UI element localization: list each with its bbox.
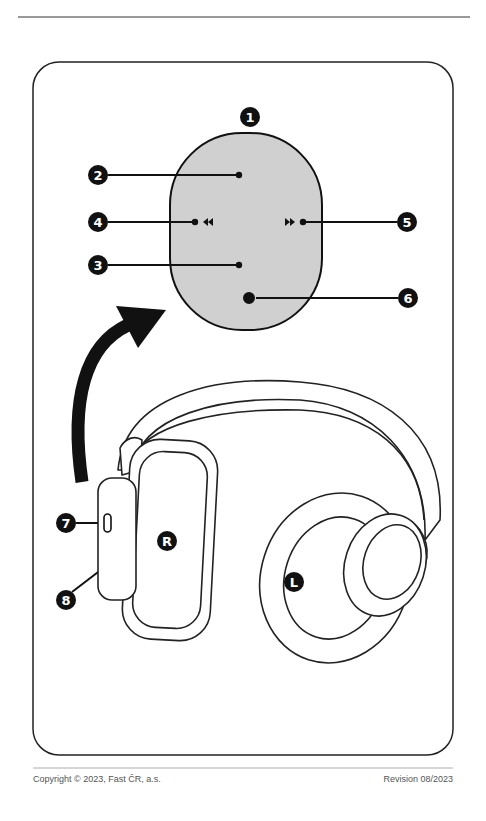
leader-line (108, 174, 237, 176)
footer-rule (33, 768, 453, 769)
leader-dot (301, 220, 305, 224)
left-ear-cushion (238, 473, 432, 682)
callout-circle (398, 288, 418, 308)
leader-dot (237, 263, 241, 267)
leader-line (305, 221, 397, 223)
leader-line (256, 297, 398, 299)
right-ear-shell (98, 478, 136, 600)
frame (33, 62, 453, 755)
callout-number: 8 (61, 594, 70, 607)
callout-circle (56, 590, 76, 610)
callout-number: 4 (93, 216, 102, 229)
right-ear-cushion-inner (131, 450, 208, 629)
side-marker: L (290, 576, 298, 589)
left-ear-shell (331, 503, 439, 627)
usb-c-port (104, 514, 111, 532)
leader-line (108, 221, 193, 223)
top-rule (18, 17, 470, 18)
callout-number: 1 (245, 111, 254, 124)
left-ear-cap (354, 517, 431, 607)
next-symbol (285, 218, 295, 226)
copyright-note: Copyright © 2023, Fast ČR, a.s. (33, 775, 161, 784)
revision-note: Revision 08/2023 (383, 775, 453, 784)
leader-dot (237, 173, 241, 177)
led-dot (244, 293, 254, 303)
callout-number: 5 (402, 216, 411, 229)
side-marker-circle (157, 531, 177, 551)
callout-number: 7 (61, 517, 70, 530)
callout-circle (88, 255, 108, 275)
side-marker: R (162, 535, 172, 548)
callout-number: 3 (93, 259, 102, 272)
leader-dot (193, 220, 197, 224)
callout-circle (56, 513, 76, 533)
callout-circle (240, 107, 260, 127)
callout-number: 6 (403, 292, 412, 305)
side-marker-circle (284, 572, 304, 592)
control-panel (170, 133, 322, 330)
callout-number: 2 (93, 169, 102, 182)
callout-circle (88, 165, 108, 185)
callout-circle (88, 212, 108, 232)
leader-line (108, 264, 237, 266)
arrow-head (116, 306, 166, 348)
callout-circle (397, 212, 417, 232)
previous-symbol (203, 218, 213, 226)
